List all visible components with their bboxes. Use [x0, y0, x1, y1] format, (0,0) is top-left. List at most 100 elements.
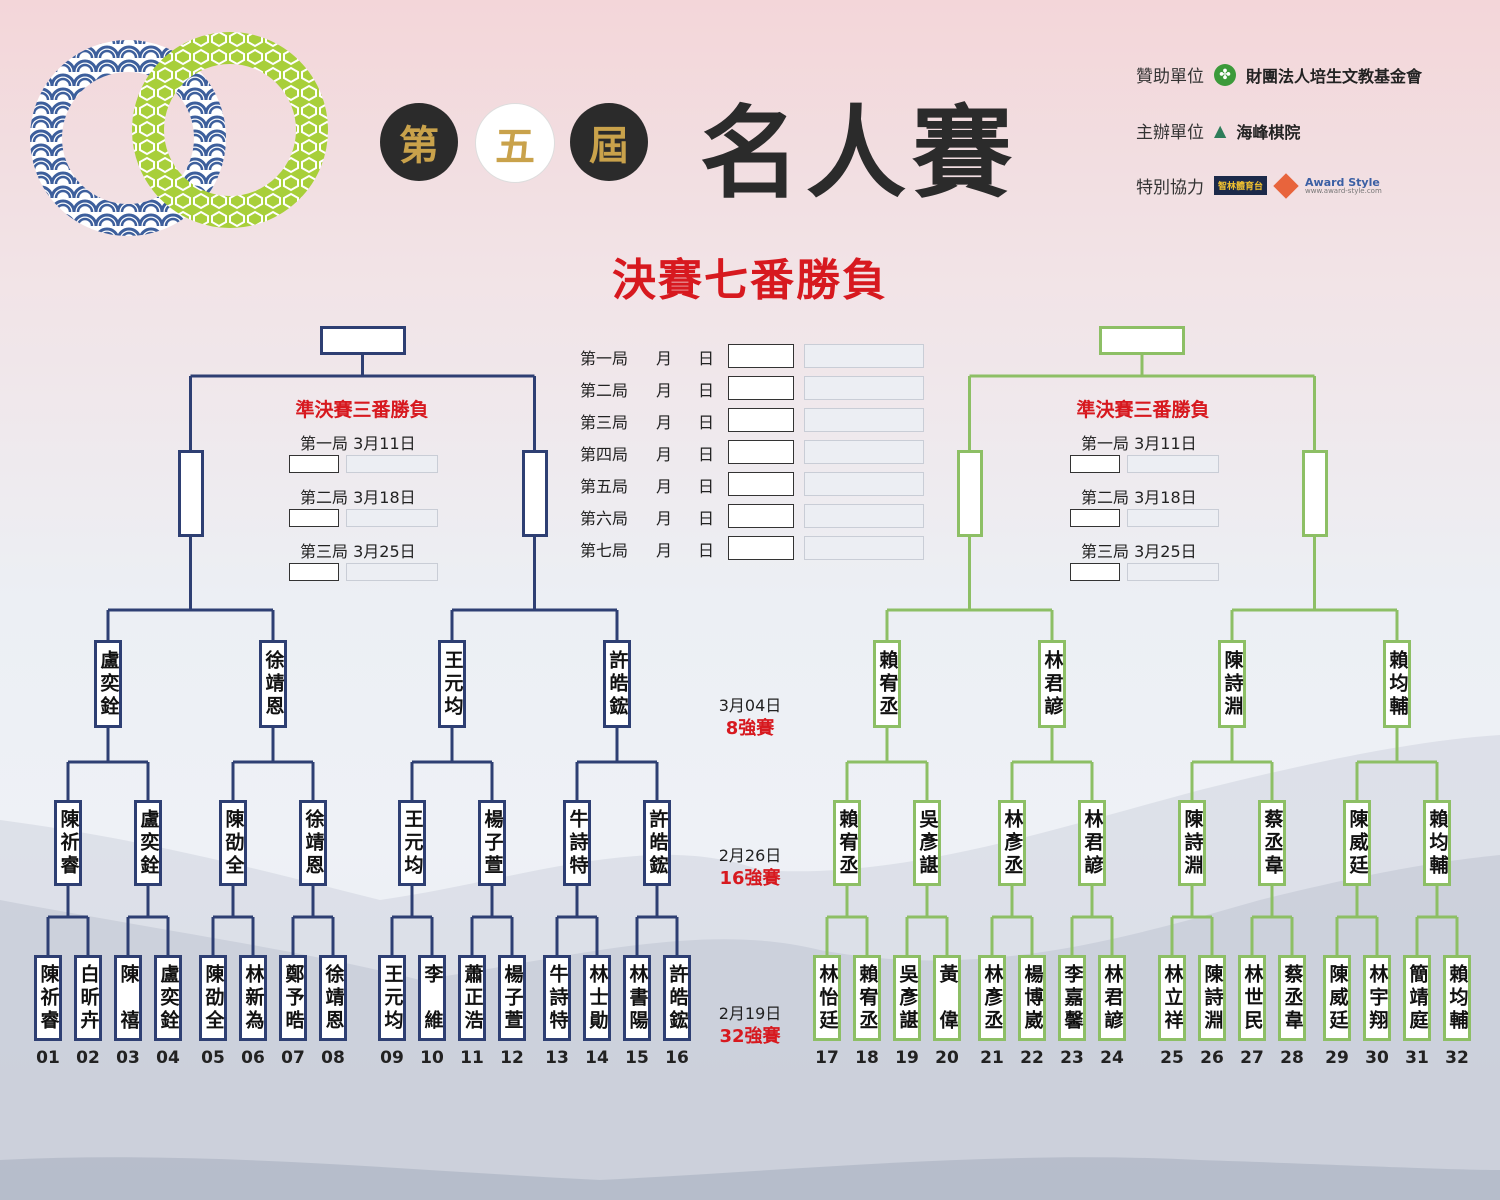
- final-game-label: 第三局月日: [580, 409, 730, 433]
- r16-player: 賴宥丞: [833, 800, 861, 886]
- r32-player: 林怡廷: [813, 955, 841, 1041]
- seed-number: 03: [116, 1048, 140, 1068]
- organizer-name: 海峰棋院: [1236, 122, 1301, 142]
- edition-char-3: 屆: [570, 103, 648, 181]
- final-result-box[interactable]: [728, 536, 794, 560]
- final-result-box[interactable]: [728, 472, 794, 496]
- final-game-month: 月: [656, 413, 673, 432]
- semifinal-result-detail[interactable]: [1127, 455, 1219, 473]
- r32-player: 蕭正浩: [458, 955, 486, 1041]
- final-game-month: 月: [656, 381, 673, 400]
- r32-player: 林彥丞: [978, 955, 1006, 1041]
- partner-role: 特別協力: [1136, 178, 1204, 198]
- r32-player: 李嘉馨: [1058, 955, 1086, 1041]
- r32-player: 吳彥諶: [893, 955, 921, 1041]
- semifinal-result-box[interactable]: [289, 455, 339, 473]
- semifinal-result-box[interactable]: [1070, 563, 1120, 581]
- final-game-name: 第四局: [580, 445, 629, 464]
- semifinal-result-detail[interactable]: [346, 563, 438, 581]
- semifinal-game-label: 第三局 3月25日: [300, 542, 416, 561]
- sponsor-row-2: 主辦單位 ▲ 海峰棋院: [1136, 118, 1300, 143]
- final-result-box[interactable]: [728, 504, 794, 528]
- final-result-box[interactable]: [728, 408, 794, 432]
- seed-number: 22: [1020, 1048, 1044, 1068]
- seed-number: 08: [321, 1048, 345, 1068]
- r8-player: 盧奕銓: [94, 640, 122, 728]
- r32-player: 賴宥丞: [853, 955, 881, 1041]
- finalist-slot[interactable]: [1099, 326, 1185, 355]
- r16-player: 徐靖恩: [299, 800, 327, 886]
- semifinal-title-right: 準決賽三番勝負: [1076, 399, 1210, 421]
- final-result-box[interactable]: [728, 376, 794, 400]
- semifinal-result-box[interactable]: [289, 509, 339, 527]
- organizer-role: 主辦單位: [1136, 123, 1204, 143]
- r32-player: 黃 偉: [933, 955, 961, 1041]
- semifinal-game-label: 第二局 3月18日: [1081, 488, 1197, 507]
- final-game-month: 月: [656, 509, 673, 528]
- final-result-detail[interactable]: [804, 504, 924, 528]
- final-game-label: 第二局月日: [580, 377, 730, 401]
- seed-number: 21: [980, 1048, 1004, 1068]
- semifinal-result-detail[interactable]: [1127, 509, 1219, 527]
- semifinal-result-box[interactable]: [1070, 509, 1120, 527]
- seed-number: 14: [585, 1048, 609, 1068]
- semifinal-game-label: 第一局 3月11日: [300, 434, 416, 453]
- semifinalist-slot[interactable]: [177, 450, 204, 537]
- final-result-box[interactable]: [728, 344, 794, 368]
- final-result-detail[interactable]: [804, 536, 924, 560]
- semifinalist-slot[interactable]: [1301, 450, 1328, 537]
- clover-icon: ✤: [1214, 63, 1236, 86]
- final-result-detail[interactable]: [804, 344, 924, 368]
- sponsor-name: 財團法人培生文教基金會: [1246, 66, 1423, 86]
- r32-player: 楊子萱: [498, 955, 526, 1041]
- r16-player: 陳劭全: [219, 800, 247, 886]
- finalist-slot[interactable]: [319, 326, 406, 355]
- r16-player: 王元均: [398, 800, 426, 886]
- final-result-detail[interactable]: [804, 472, 924, 496]
- edition-char-1: 第: [380, 103, 458, 181]
- final-title: 決賽七番勝負: [612, 255, 888, 306]
- final-result-box[interactable]: [728, 440, 794, 464]
- r16-player: 陳威廷: [1343, 800, 1371, 886]
- final-result-detail[interactable]: [804, 408, 924, 432]
- r32-player: 李 維: [418, 955, 446, 1041]
- semifinalist-slot[interactable]: [521, 450, 548, 537]
- seed-number: 15: [625, 1048, 649, 1068]
- seed-number: 12: [500, 1048, 524, 1068]
- r8-player: 許皓鋐: [603, 640, 631, 728]
- r32-player: 白昕卉: [74, 955, 102, 1041]
- final-game-day: 日: [698, 413, 715, 432]
- stage-name-r16: 16強賽: [719, 868, 781, 889]
- seed-number: 31: [1405, 1048, 1429, 1068]
- r16-player: 林彥丞: [998, 800, 1026, 886]
- seed-number: 11: [460, 1048, 484, 1068]
- semifinal-result-detail[interactable]: [346, 509, 438, 527]
- r16-player: 楊子萱: [478, 800, 506, 886]
- semifinalist-slot[interactable]: [956, 450, 983, 537]
- mountain-icon: ▲: [1214, 121, 1227, 140]
- stage-name-r8: 8強賽: [725, 718, 775, 739]
- final-game-name: 第五局: [580, 477, 629, 496]
- final-game-day: 日: [698, 541, 715, 560]
- semifinal-result-box[interactable]: [1070, 455, 1120, 473]
- final-result-detail[interactable]: [804, 440, 924, 464]
- final-game-name: 第二局: [580, 381, 629, 400]
- seed-number: 26: [1200, 1048, 1224, 1068]
- seed-number: 09: [380, 1048, 404, 1068]
- semifinal-result-box[interactable]: [289, 563, 339, 581]
- seed-number: 19: [895, 1048, 919, 1068]
- r32-player: 林君諺: [1098, 955, 1126, 1041]
- semifinal-result-detail[interactable]: [346, 455, 438, 473]
- final-game-day: 日: [698, 445, 715, 464]
- final-result-detail[interactable]: [804, 376, 924, 400]
- seed-number: 30: [1365, 1048, 1389, 1068]
- partner-logo-2: Award Style: [1305, 175, 1380, 189]
- final-game-label: 第七局月日: [580, 537, 730, 561]
- seed-number: 17: [815, 1048, 839, 1068]
- semifinal-result-detail[interactable]: [1127, 563, 1219, 581]
- partner-logo-2-url: www.award-style.com: [1305, 186, 1382, 195]
- r16-player: 許皓鋐: [643, 800, 671, 886]
- seed-number: 06: [241, 1048, 265, 1068]
- seed-number: 16: [665, 1048, 689, 1068]
